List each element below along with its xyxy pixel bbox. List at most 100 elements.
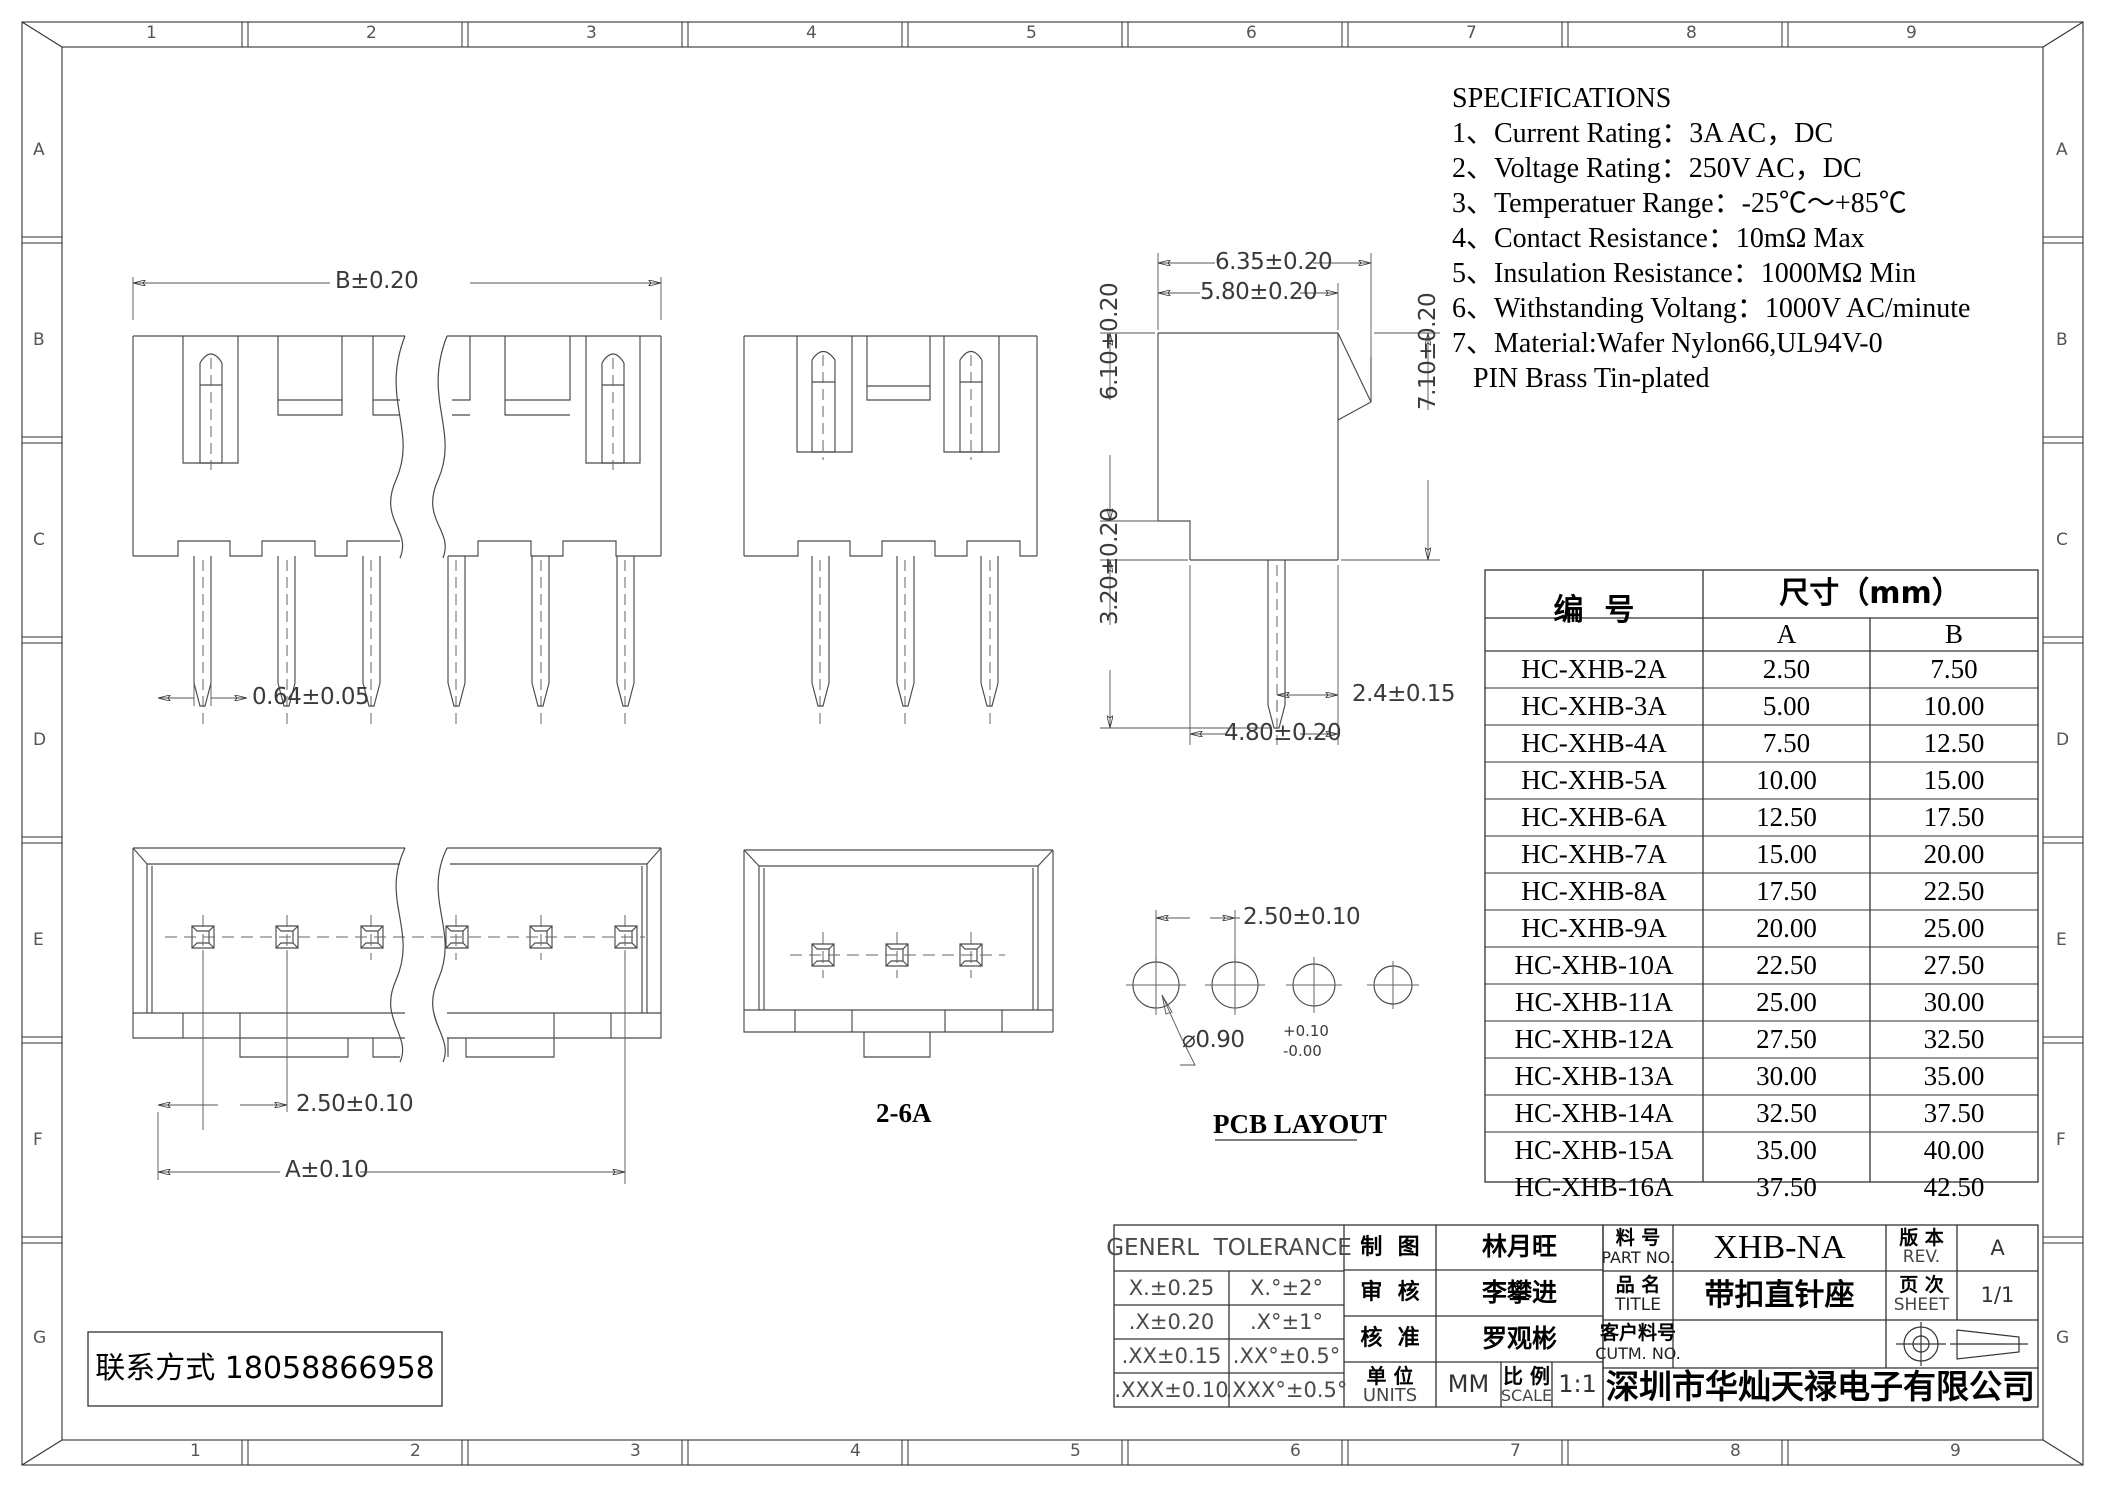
part-table-a-4: 10.00 [1756, 765, 1817, 796]
part-table-a-8: 20.00 [1756, 913, 1817, 944]
part-table-b-8: 25.00 [1923, 913, 1985, 944]
part-table-a-11: 27.50 [1756, 1024, 1817, 1055]
zone-top-9: 9 [1906, 23, 1917, 43]
pcb-layout-crosshairs [1126, 955, 1419, 1015]
approval-scale-value: 1:1 [1558, 1369, 1597, 1398]
front-view-break-line [390, 335, 448, 559]
dim-pcb-hole-dia: ⌀0.90 [1182, 1027, 1245, 1053]
view-label-2-6a: 2-6A [876, 1098, 932, 1128]
specification-item-7: 7、Material:Wafer Nylon66,UL94V-0 [1452, 328, 1883, 359]
dim-bottom-pitch: 2.50±0.10 [296, 1091, 414, 1117]
approval-drawn-label: 制 图 [1360, 1234, 1420, 1260]
part-table-code-10: HC-XHB-11A [1515, 987, 1673, 1018]
part-table-code-5: HC-XHB-6A [1521, 802, 1667, 833]
dim-pcb-hole-tol-lower: -0.00 [1283, 1042, 1322, 1060]
part-table-b-13: 37.50 [1923, 1098, 1985, 1129]
bottom-view-3pin-geometry [743, 849, 1054, 1058]
approval-checked-label: 审 核 [1360, 1280, 1420, 1306]
approval-drawn-value: 林月旺 [1481, 1232, 1557, 1262]
approval-units-value: MM [1447, 1369, 1490, 1398]
part-table-a-3: 7.50 [1762, 728, 1811, 759]
dim-front-overall-b: B±0.20 [335, 268, 419, 294]
zone-right-a: A [2056, 140, 2068, 160]
part-table-code-2: HC-XHB-3A [1521, 691, 1667, 722]
zone-left-e: E [33, 930, 44, 950]
bottom-view-6pin-geometry [132, 847, 662, 1058]
specification-item-5: 5、Insulation Resistance：1000MΩ Min [1452, 258, 1917, 289]
dim-side-320: 3.20±0.20 [1097, 507, 1123, 625]
zone-right-e: E [2056, 930, 2067, 950]
part-table-header-a: A [1776, 619, 1797, 650]
part-table-code-6: HC-XHB-7A [1521, 839, 1667, 870]
part-table-b-2: 10.00 [1923, 691, 1985, 722]
part-table-b-5: 17.50 [1923, 802, 1985, 833]
dim-side-480: 4.80±0.20 [1224, 720, 1342, 746]
zone-bottom-5: 5 [1070, 1441, 1081, 1461]
specification-item-1: 1、Current Rating：3A AC，DC [1452, 118, 1834, 149]
pcb-layout-caption: PCB LAYOUT [1213, 1109, 1387, 1139]
title-cutm-label-en: CUTM. NO. [1595, 1343, 1681, 1363]
zone-top-5: 5 [1026, 23, 1037, 43]
bottom-view-3pin-centerlines [790, 932, 1005, 978]
dim-side-580: 5.80±0.20 [1200, 279, 1318, 305]
part-table-code-7: HC-XHB-8A [1521, 876, 1667, 907]
part-table-code-13: HC-XHB-14A [1514, 1098, 1674, 1129]
part-table-code-8: HC-XHB-9A [1521, 913, 1667, 944]
part-table-b-12: 35.00 [1923, 1061, 1985, 1092]
part-table-a-7: 17.50 [1756, 876, 1817, 907]
part-table-a-1: 2.50 [1762, 654, 1811, 685]
zone-left-b: B [33, 330, 45, 350]
zone-right-d: D [2056, 730, 2070, 750]
part-table-header-size: 尺寸（mm） [1779, 576, 1962, 612]
part-table-b-6: 20.00 [1923, 839, 1985, 870]
zone-top-7: 7 [1466, 23, 1477, 43]
tolerance-linear-1: X.±0.25 [1128, 1275, 1215, 1300]
title-company-name: 深圳市华灿天禄电子有限公司 [1606, 1367, 2035, 1407]
title-part-no-label-en: PART NO. [1601, 1247, 1675, 1267]
part-table-a-6: 15.00 [1756, 839, 1817, 870]
dim-side-635: 6.35±0.20 [1215, 249, 1333, 275]
title-part-no-label-cn: 料 号 [1615, 1227, 1661, 1250]
dim-side-610: 6.10±0.20 [1097, 282, 1123, 400]
tolerance-linear-4: .XXX±0.10 [1114, 1377, 1229, 1402]
part-table-a-10: 25.00 [1756, 987, 1817, 1018]
part-table-header-b: B [1944, 619, 1963, 650]
specification-item-6: 6、Withstanding Voltang：1000V AC/minute [1452, 293, 1971, 324]
part-table-grid [1484, 569, 2039, 1183]
title-rev-label-cn: 版 本 [1899, 1227, 1944, 1250]
title-title-label-en: TITLE [1615, 1295, 1661, 1316]
pcb-layout-dimensions [1155, 910, 1357, 1141]
bottom-view-centerlines [165, 915, 645, 960]
tolerance-linear-2: .X±0.20 [1128, 1309, 1215, 1334]
zone-bottom-9: 9 [1950, 1441, 1961, 1461]
tolerance-angular-1: X.°±2° [1249, 1275, 1324, 1300]
dim-pcb-pitch: 2.50±0.10 [1243, 904, 1361, 930]
part-table-a-9: 22.50 [1756, 950, 1817, 981]
part-table-code-15: HC-XHB-16A [1514, 1172, 1674, 1203]
zone-left-a: A [33, 140, 45, 160]
part-table-header-number: 编 号 [1553, 592, 1635, 628]
approval-scale-label-en: SCALE [1500, 1385, 1553, 1405]
part-table-a-13: 32.50 [1756, 1098, 1817, 1129]
part-table-b-14: 40.00 [1923, 1135, 1985, 1166]
title-part-no-value: XHB-NA [1713, 1229, 1846, 1267]
title-sheet-value: 1/1 [1980, 1283, 2015, 1308]
front-view-3pin-centerlines [819, 355, 991, 727]
specification-item-7-cont: PIN Brass Tin-plated [1452, 363, 1710, 394]
specification-item-3: 3、Temperatuer Range：-25℃～+85℃ [1452, 188, 1907, 219]
dim-bottom-overall-a: A±0.10 [285, 1157, 369, 1183]
approval-checked-value: 李攀进 [1481, 1277, 1557, 1307]
approval-approved-value: 罗观彬 [1481, 1323, 1557, 1353]
dim-pin-width: 0.64±0.05 [252, 684, 370, 710]
title-cutm-label-cn: 客户料号 [1600, 1321, 1677, 1344]
title-rev-label-en: REV. [1902, 1247, 1941, 1268]
tolerance-angular-4: .XXX°±0.5° [1225, 1377, 1348, 1402]
part-table-a-12: 30.00 [1756, 1061, 1817, 1092]
zone-right-b: B [2056, 330, 2068, 350]
dim-side-710: 7.10±0.20 [1415, 292, 1441, 410]
zone-top-6: 6 [1246, 23, 1257, 43]
bottom-view-dimensions [157, 950, 626, 1184]
zone-top-1: 1 [146, 23, 157, 43]
tolerance-linear-3: .XX±0.15 [1121, 1343, 1222, 1368]
